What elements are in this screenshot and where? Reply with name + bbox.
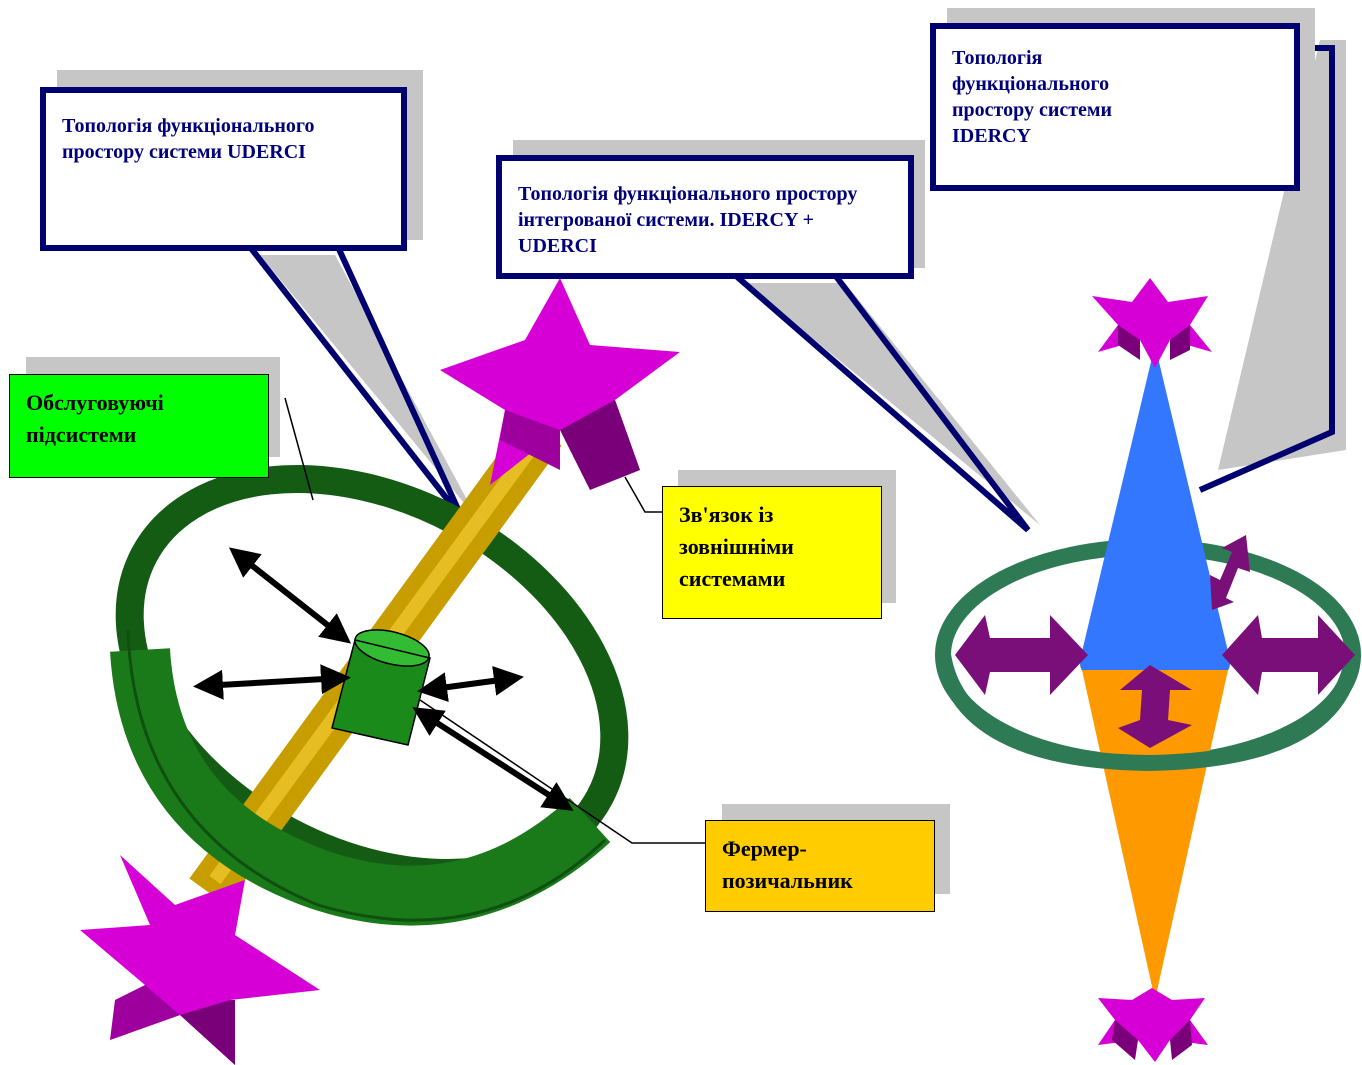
label-service-subsystems: Обслуговуючі підсистеми [9,374,269,478]
ring-front-edge [126,629,607,922]
purple-arrow-left [955,615,1088,695]
callout-idercy: Топологія функціонального простору систе… [930,23,1300,191]
callout-pointer-integrated [733,272,1031,533]
left-topology [80,278,705,1065]
callout-integrated: Топологія функціонального простору інтег… [496,155,914,279]
callout-pointer-shadow [260,255,478,520]
purple-arrow-right [1222,615,1355,695]
ring-front [110,647,611,926]
leader-external [624,476,663,513]
link-arrow [193,664,351,700]
label-farmer-borrower: Фермер-позичальник [705,820,935,912]
right-topology [935,278,1361,1062]
callout-pointer-shadow [745,283,1040,525]
star-bottom-left [80,855,320,1065]
callout-pointer-idercy [1198,45,1335,493]
cone-top [1080,345,1230,660]
star-top-right [1092,278,1212,368]
star-top-left [440,278,680,490]
link-arrow [412,707,574,811]
leader-service [284,397,314,501]
cone-bottom [1082,670,1228,1000]
purple-arrow-center [1118,665,1192,748]
link-arrow [417,665,524,703]
ring-right-front [935,653,1361,772]
purple-arrow-upper [1210,535,1250,610]
star-bottom-right [1098,988,1208,1062]
link-arrow [228,547,352,644]
farmer-cylinder [331,629,431,746]
label-external-systems: Зв'язок із зовнішніми системами [662,486,882,619]
leader-farmer [419,699,705,844]
callout-uderci: Топологія функціонального простору систе… [40,87,407,251]
